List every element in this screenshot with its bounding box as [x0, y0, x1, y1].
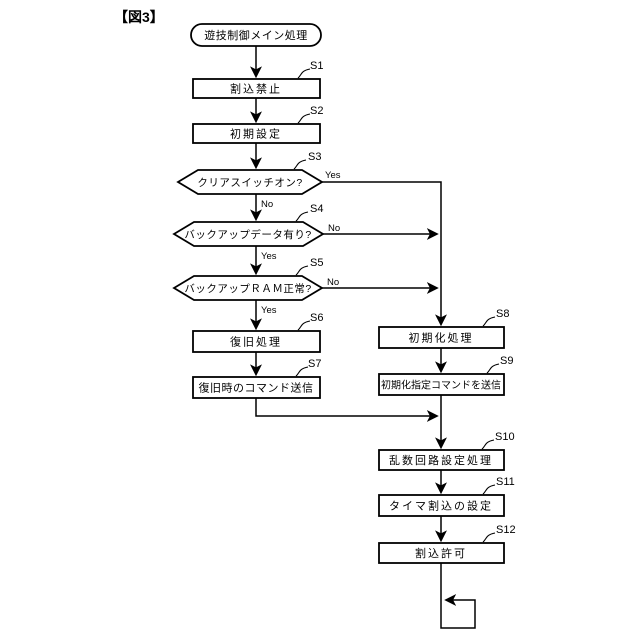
- s3-branch-yes: Yes: [325, 170, 341, 181]
- s5-label: バックアップＲＡＭ正常?: [184, 282, 311, 295]
- s3-branch-no: No: [261, 199, 273, 210]
- s4-branch-yes: Yes: [261, 251, 277, 262]
- s2-box: [192, 123, 321, 144]
- s7-box: [192, 376, 321, 399]
- figure-label: 【図3】: [114, 9, 164, 25]
- s12-step-id: S12: [496, 524, 516, 536]
- s11-step-id: S11: [496, 476, 515, 488]
- s9-box: [378, 373, 505, 396]
- s11-leader-line: [482, 484, 496, 495]
- connector-s3-s8-yes: [322, 181, 447, 327]
- connector-s7-merge: [255, 398, 439, 422]
- s5-leader-line: [295, 265, 309, 276]
- s1-box: [192, 78, 321, 99]
- s3-hexagon: [176, 169, 324, 195]
- s6-label: 復旧処理: [230, 336, 282, 349]
- s3-step-id: S3: [308, 151, 321, 163]
- s6-leader-line: [297, 320, 311, 331]
- node-s9: 初期化指定コマンドを送信 S9: [378, 355, 513, 396]
- s4-step-id: S4: [310, 203, 323, 215]
- node-s7: 復旧時のコマンド送信 S7: [192, 358, 321, 399]
- s3-label: クリアスイッチオン?: [197, 177, 302, 189]
- s4-hexagon: [172, 221, 325, 247]
- s2-label: 初期設定: [230, 127, 282, 141]
- s3-leader-line: [293, 159, 307, 170]
- s10-label: 乱数回路設定処理: [389, 453, 493, 467]
- s12-label: 割込許可: [415, 546, 467, 560]
- start-terminal-shape: [190, 23, 322, 47]
- s1-step-id: S1: [310, 60, 323, 72]
- node-s2: 初期設定 S2: [192, 105, 323, 144]
- s5-hexagon: [172, 275, 324, 301]
- s11-label: タイマ割込の設定: [389, 499, 493, 513]
- node-s5: バックアップＲＡＭ正常? S5 No Yes: [172, 257, 339, 316]
- s7-label: 復旧時のコマンド送信: [199, 381, 314, 395]
- s5-step-id: S5: [310, 257, 323, 269]
- s6-box: [192, 330, 321, 353]
- s5-branch-yes: Yes: [261, 305, 277, 316]
- node-s6: 復旧処理 S6: [192, 312, 323, 353]
- s2-leader-line: [297, 113, 311, 124]
- s9-label: 初期化指定コマンドを送信: [381, 379, 501, 392]
- node-s4: バックアップデータ有り? S4 No Yes: [172, 203, 340, 262]
- s12-box: [378, 542, 505, 564]
- start-terminal-label: 遊技制御メイン処理: [204, 28, 308, 42]
- s1-label: 割込禁止: [230, 82, 282, 96]
- s8-leader-line: [482, 316, 496, 327]
- s12-leader-line: [482, 532, 496, 543]
- s7-step-id: S7: [308, 358, 321, 370]
- s2-step-id: S2: [310, 105, 323, 117]
- s4-branch-no: No: [328, 223, 340, 234]
- s9-step-id: S9: [500, 355, 513, 367]
- s5-branch-no: No: [327, 277, 339, 288]
- s6-step-id: S6: [310, 312, 323, 324]
- node-s10: 乱数回路設定処理 S10: [378, 431, 515, 471]
- s10-leader-line: [481, 439, 495, 450]
- connector-s12-loop: [440, 563, 476, 629]
- s7-leader-line: [295, 366, 309, 377]
- node-s11: タイマ割込の設定 S11: [378, 476, 515, 517]
- s8-box: [378, 326, 505, 349]
- node-s1: 割込禁止 S1: [192, 60, 323, 99]
- s10-box: [378, 449, 505, 471]
- s4-leader-line: [295, 211, 309, 222]
- node-s8: 初期化処理 S8: [378, 308, 509, 349]
- s9-leader-line: [486, 363, 500, 374]
- s1-leader-line: [297, 68, 311, 79]
- node-s12: 割込許可 S12: [378, 524, 516, 564]
- s10-step-id: S10: [495, 431, 515, 443]
- s4-label: バックアップデータ有り?: [184, 228, 311, 241]
- s11-box: [378, 494, 505, 517]
- node-s3: クリアスイッチオン? S3 Yes No: [176, 151, 341, 210]
- s8-label: 初期化処理: [409, 331, 474, 345]
- node-start: 遊技制御メイン処理: [190, 23, 322, 47]
- s8-step-id: S8: [496, 308, 509, 320]
